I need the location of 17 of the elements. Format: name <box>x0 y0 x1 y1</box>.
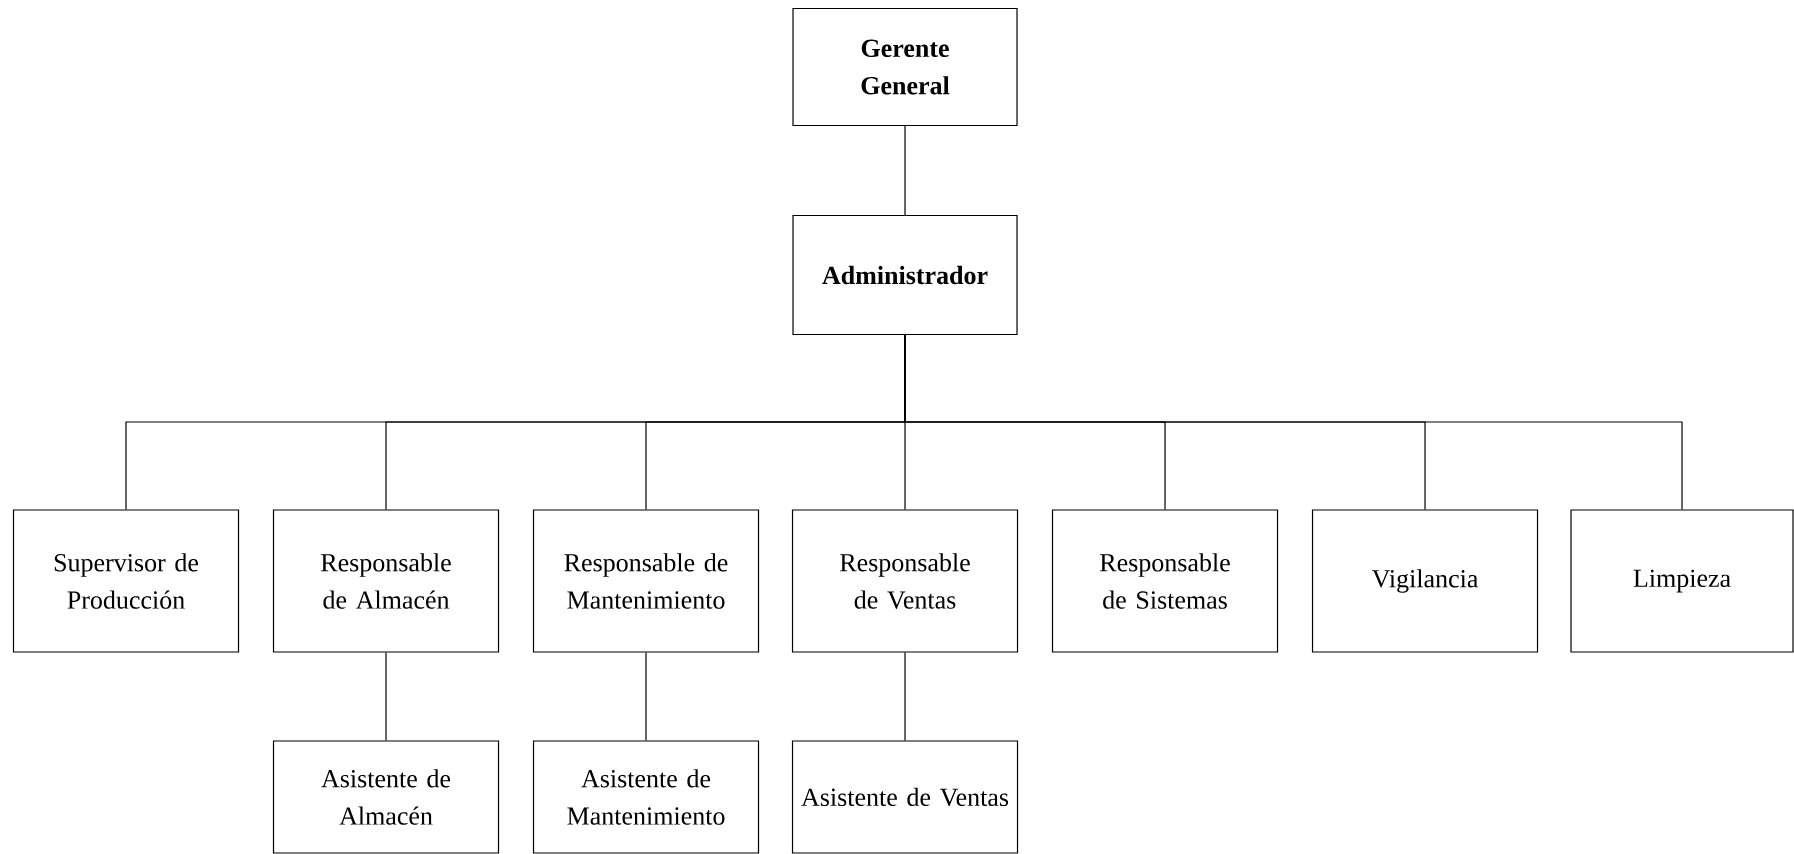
role-box: Responsable de Mantenimiento <box>532 509 760 653</box>
role-box: Responsable de Sistemas <box>1051 509 1279 653</box>
role-box: Asistente de Ventas <box>791 740 1019 854</box>
title-box: Administrador <box>792 214 1018 336</box>
connector-line <box>904 652 906 741</box>
connector-line <box>385 652 387 741</box>
role-box: Responsable de Almacén <box>272 509 500 653</box>
role-box: Responsable de Ventas <box>791 509 1019 653</box>
role-box: Supervisor de Producción <box>12 509 240 653</box>
connector-line <box>904 334 1683 510</box>
role-box: Asistente de Almacén <box>272 740 500 854</box>
role-box: Asistente de Mantenimiento <box>532 740 760 854</box>
role-box: Vigilancia <box>1311 509 1539 653</box>
role-box: Limpieza <box>1570 509 1794 653</box>
title-box: Gerente General <box>792 7 1018 127</box>
connector-line <box>645 652 647 741</box>
connector-line <box>904 125 906 216</box>
